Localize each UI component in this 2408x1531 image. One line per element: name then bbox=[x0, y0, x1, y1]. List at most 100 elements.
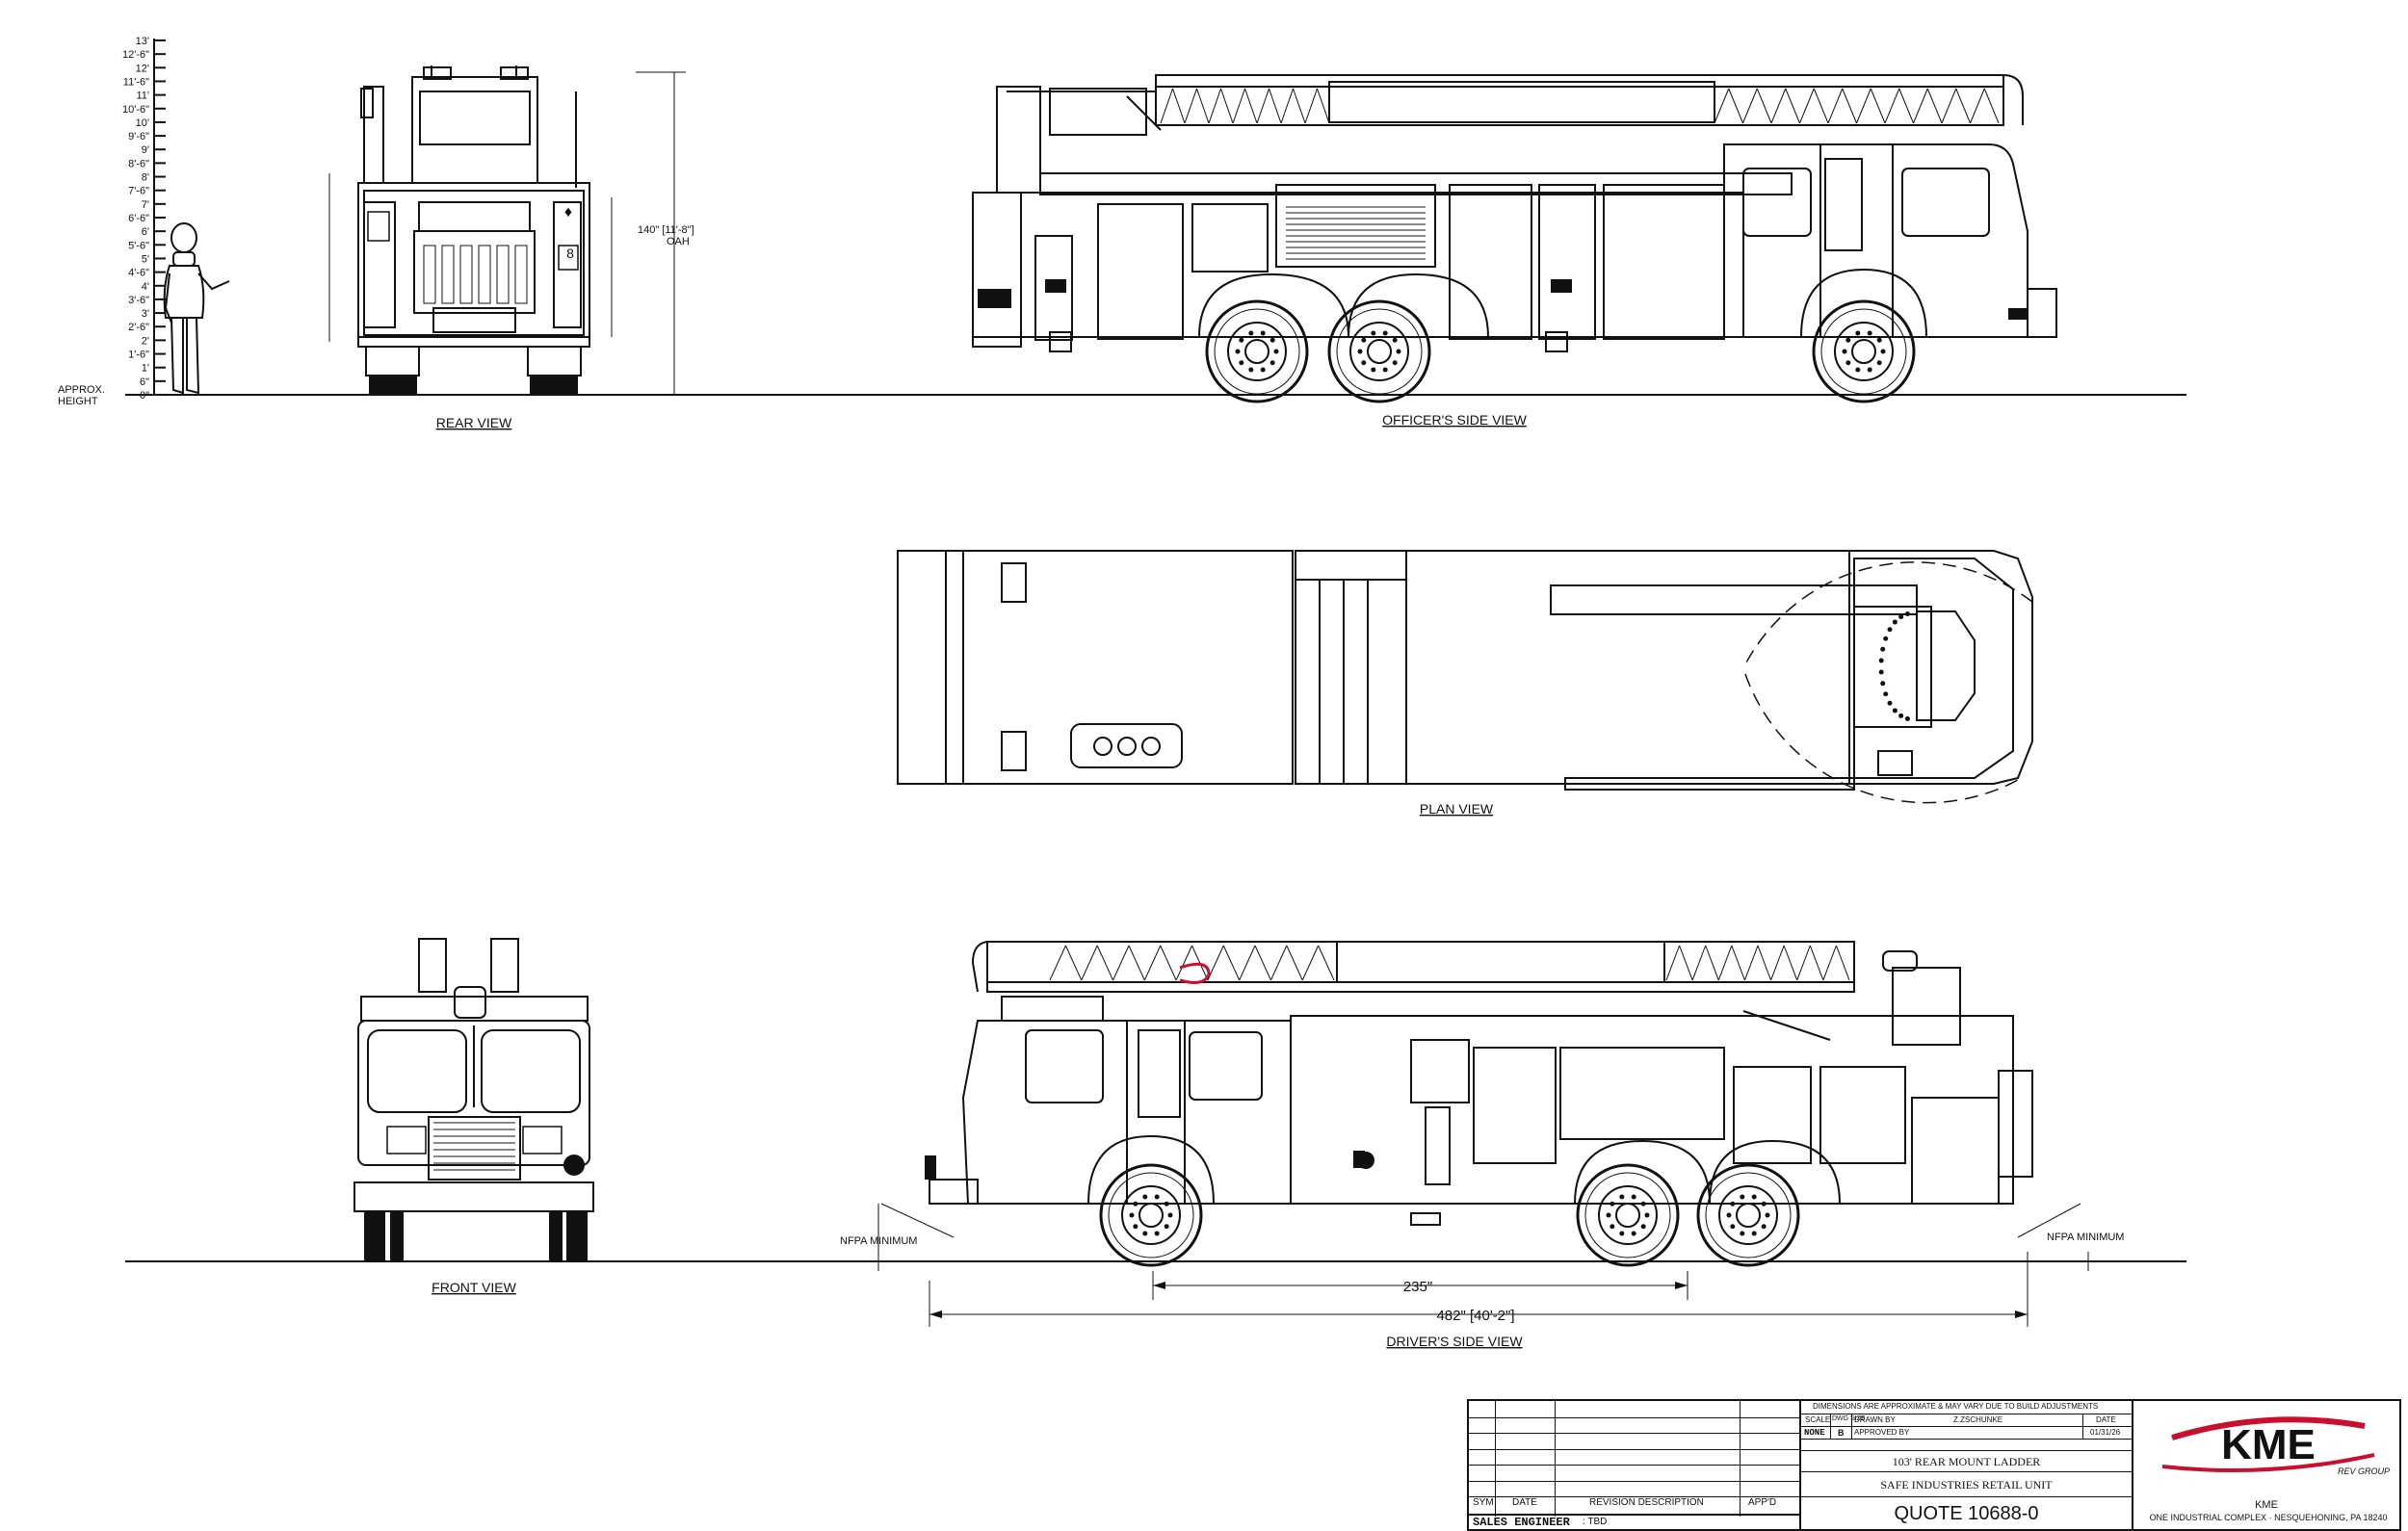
scale-tick-label: 9' bbox=[142, 144, 149, 156]
svg-text:8: 8 bbox=[566, 246, 574, 261]
lug-nut bbox=[1740, 1194, 1745, 1200]
lug-nut bbox=[1371, 367, 1376, 373]
lug-nut bbox=[1361, 337, 1367, 343]
tire-tread bbox=[1336, 308, 1423, 395]
ladder-truss bbox=[1207, 945, 1224, 981]
height-scale: 13'12'-6"12'11'-6"11'10'-6"10'9'-6"9'8'-… bbox=[58, 36, 166, 407]
lug-nut bbox=[1392, 337, 1398, 343]
lug-nut bbox=[1855, 330, 1861, 336]
lug-nut bbox=[1619, 1194, 1625, 1200]
sales-engineer-label: SALES ENGINEER bbox=[1473, 1516, 1570, 1529]
wheel-rim bbox=[1598, 1185, 1658, 1245]
turntable-bolt bbox=[1904, 715, 1910, 721]
lug-nut bbox=[1761, 1224, 1767, 1230]
ladder-truss bbox=[1884, 88, 1900, 124]
plan-view-label: PLAN VIEW bbox=[1420, 801, 1494, 817]
ladder-truss bbox=[1842, 88, 1857, 124]
scale-tick-label: 12' bbox=[136, 63, 149, 74]
scale-tick-label: 3'-6" bbox=[128, 295, 149, 306]
ladder-truss bbox=[1941, 88, 1957, 124]
ladder-truss bbox=[1318, 945, 1335, 981]
lug-nut bbox=[1248, 330, 1254, 336]
lug-nut bbox=[1631, 1231, 1636, 1236]
product-description: 103' REAR MOUNT LADDER bbox=[1892, 1455, 2041, 1468]
wheel-rim bbox=[1349, 322, 1409, 381]
tire bbox=[1576, 1163, 1680, 1267]
lug-nut bbox=[1239, 337, 1244, 343]
scale-tick-label: 12'-6" bbox=[122, 49, 149, 61]
scale-tick-label: 11' bbox=[136, 91, 149, 102]
rev-sym-header: SYM bbox=[1473, 1497, 1494, 1508]
overall-length-dimension bbox=[929, 1252, 2028, 1327]
rear-view-drawing: ♦ 8 140" [11'-8"] OAH bbox=[328, 65, 694, 396]
wheel-rim bbox=[1718, 1185, 1778, 1245]
ladder-truss bbox=[1196, 88, 1210, 124]
scale-tick-label: 2' bbox=[142, 335, 149, 347]
wheel-rim bbox=[1121, 1185, 1181, 1245]
ladder-truss bbox=[1232, 88, 1245, 124]
ladder-truss bbox=[1743, 945, 1759, 981]
rev-group-text: REV GROUP bbox=[2338, 1466, 2390, 1476]
lug-nut bbox=[1382, 330, 1388, 336]
driver-side-view-drawing bbox=[877, 941, 2089, 1271]
ladder-truss bbox=[1239, 945, 1256, 981]
lug-nut bbox=[1640, 1224, 1646, 1230]
turntable-bolt bbox=[1883, 636, 1889, 641]
lug-nut bbox=[1273, 349, 1279, 354]
ladder-truss bbox=[1809, 945, 1824, 981]
ladder-truss bbox=[1301, 945, 1320, 981]
lug-nut bbox=[1751, 1231, 1757, 1236]
ladder-truss bbox=[1208, 88, 1221, 124]
ladder-truss bbox=[1184, 88, 1197, 124]
turntable-bolt bbox=[1878, 658, 1884, 663]
plan-view-drawing bbox=[897, 550, 2033, 804]
ladder-truss bbox=[1691, 945, 1707, 981]
ladder-truss bbox=[1679, 945, 1693, 981]
rear-view-label: REAR VIEW bbox=[436, 415, 512, 430]
ladder-truss bbox=[1731, 945, 1745, 981]
wheel-rim bbox=[1227, 322, 1287, 381]
date-value: 01/31/26 bbox=[2090, 1428, 2121, 1437]
ladder-truss bbox=[1822, 945, 1837, 981]
tire-tread bbox=[1584, 1172, 1671, 1259]
oah-value: 140" [11'-8"] bbox=[638, 224, 694, 236]
ladder-truss bbox=[1665, 945, 1681, 981]
scale-tick-label: 13' bbox=[136, 36, 149, 47]
tire bbox=[1812, 299, 1916, 403]
turntable-bolt bbox=[1892, 619, 1898, 625]
ladder-truss bbox=[1096, 945, 1114, 981]
driver-side-view-label: DRIVER'S SIDE VIEW bbox=[1386, 1334, 1523, 1349]
lug-nut bbox=[1876, 337, 1882, 343]
ladder-truss bbox=[1796, 945, 1811, 981]
scale-tick-label: 7' bbox=[142, 199, 149, 211]
scale-tick-label: 6'-6" bbox=[128, 213, 149, 224]
ladder-truss bbox=[1220, 88, 1234, 124]
tire-tread bbox=[1820, 308, 1907, 395]
ladder-truss bbox=[1770, 88, 1787, 124]
scale-tick-label: 4'-6" bbox=[128, 268, 149, 279]
ladder-truss bbox=[1160, 945, 1177, 981]
tire-tread bbox=[1705, 1172, 1792, 1259]
officer-side-view-label: OFFICER'S SIDE VIEW bbox=[1382, 412, 1527, 428]
ladder-truss bbox=[1856, 88, 1871, 124]
lug-nut bbox=[1133, 1201, 1139, 1207]
lug-nut bbox=[1164, 1224, 1169, 1230]
rear-valve bbox=[459, 245, 473, 304]
lug-nut bbox=[1610, 1224, 1615, 1230]
lug-nut bbox=[1867, 330, 1872, 336]
lug-nut bbox=[1269, 337, 1275, 343]
lug-nut bbox=[1269, 360, 1275, 366]
scale-tick-label: 3' bbox=[142, 308, 149, 320]
revision-row bbox=[1469, 1416, 1799, 1418]
lug-nut bbox=[1765, 1212, 1770, 1218]
rev-appd-header: APP'D bbox=[1748, 1497, 1777, 1508]
date-label: DATE bbox=[2096, 1415, 2116, 1424]
dwg-size-value: B bbox=[1838, 1428, 1845, 1438]
scale-tick-label: 2'-6" bbox=[128, 322, 149, 333]
revision-row bbox=[1469, 1433, 1799, 1434]
sales-engineer-value: : TBD bbox=[1583, 1517, 1608, 1527]
turntable-bolt bbox=[1887, 700, 1893, 706]
lug-nut bbox=[1129, 1212, 1135, 1218]
lug-nut bbox=[1867, 367, 1872, 373]
ladder-truss bbox=[1717, 945, 1733, 981]
